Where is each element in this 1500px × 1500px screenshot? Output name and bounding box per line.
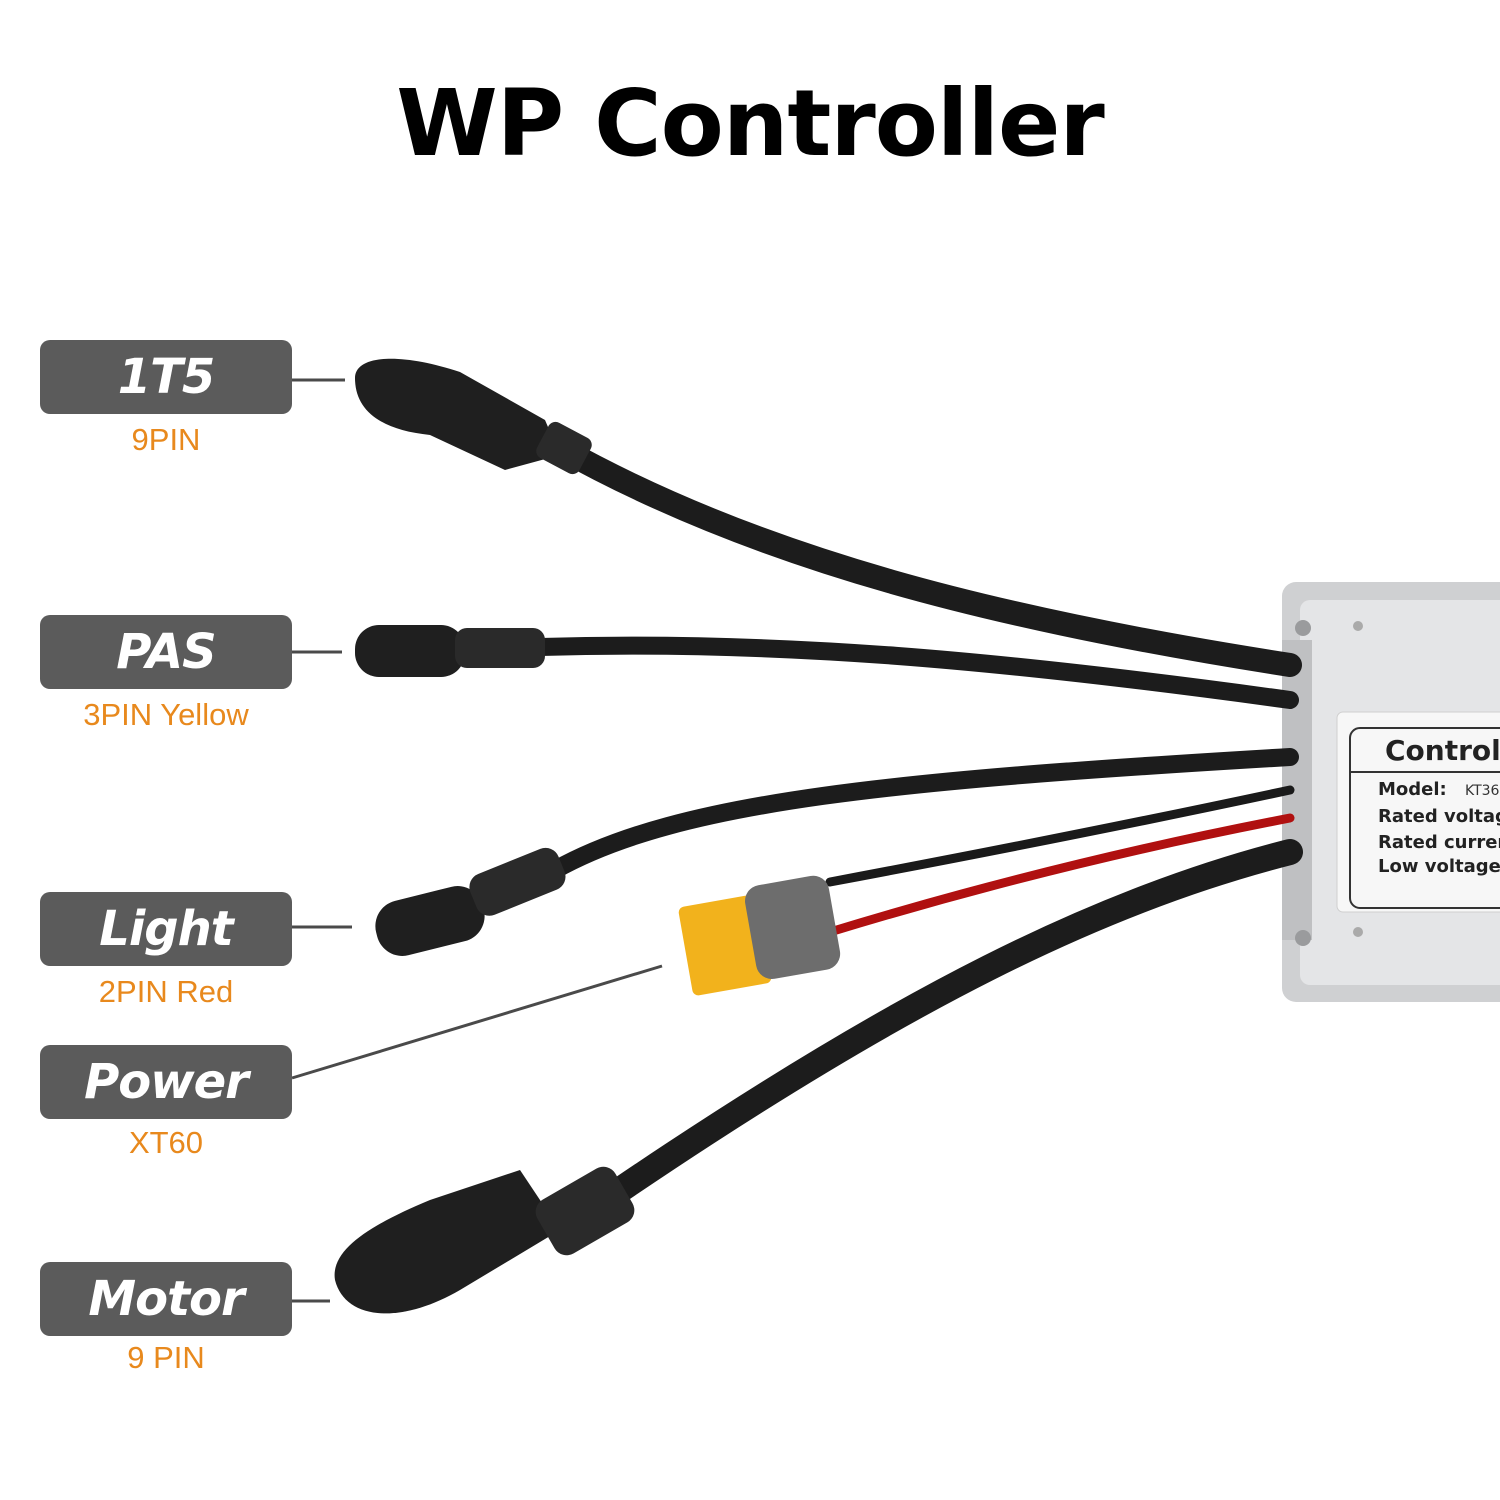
controller-plate-line1: Rated voltag (1378, 806, 1500, 827)
label-motor-sub: 9 PIN (127, 1340, 205, 1375)
controller-housing (1282, 582, 1500, 1002)
label-1t5-sub: 9PIN (131, 422, 201, 457)
cable-pas (531, 636, 1299, 709)
connector-1t5 (355, 358, 592, 475)
cables (531, 436, 1303, 1203)
label-pas: PAS (40, 615, 292, 689)
connector-light (375, 847, 566, 956)
controller-plate-model-key: Model: (1378, 779, 1447, 800)
connector-motor (334, 1166, 635, 1314)
label-power-sub: XT60 (128, 1125, 204, 1160)
power-wire-black (825, 785, 1295, 887)
label-1t5: 1T5 (40, 340, 292, 414)
xt60-connector (678, 875, 841, 996)
page-title: WP Controller (396, 70, 1105, 177)
power-wire-red (825, 813, 1295, 937)
controller-plate-model-value: KT36 (1465, 783, 1500, 799)
label-power: Power (40, 1045, 292, 1119)
cable-light (546, 748, 1299, 879)
cable-1t5 (548, 436, 1302, 677)
cable-motor (607, 839, 1303, 1203)
controller-plate-heading: Control (1385, 734, 1500, 767)
connector-pas (355, 625, 545, 677)
label-light-sub: 2PIN Red (98, 974, 234, 1009)
label-light: Light (40, 892, 292, 966)
controller-plate-line3: Low voltage (1378, 856, 1500, 877)
label-motor: Motor (40, 1262, 292, 1336)
leader-lines (291, 378, 663, 1303)
controller-plate-line2: Rated curren (1378, 832, 1500, 853)
label-pas-sub: 3PIN Yellow (83, 697, 249, 732)
